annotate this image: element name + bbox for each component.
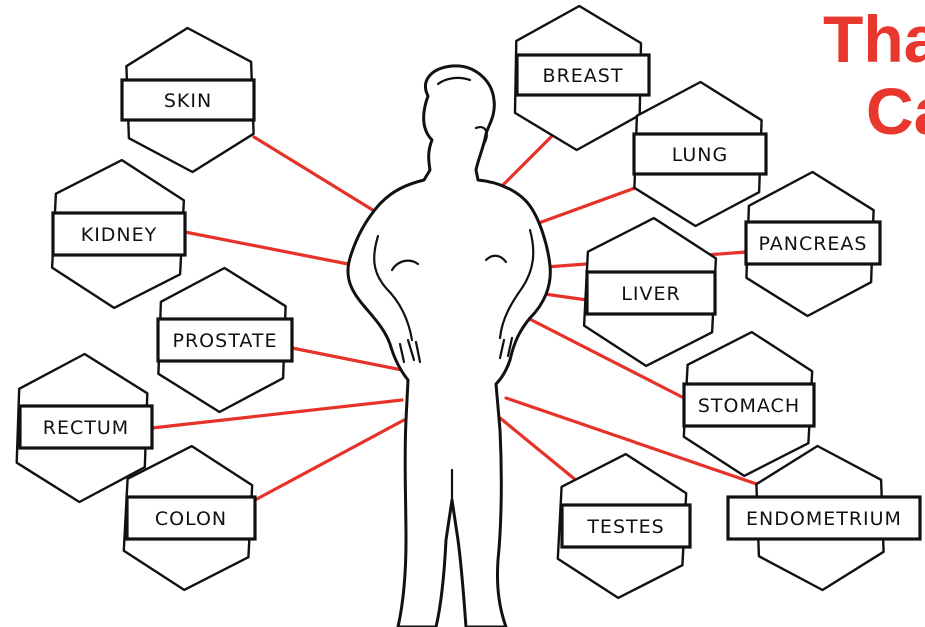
connector-breast <box>500 130 558 188</box>
organ-label-liver: LIVER <box>621 283 680 305</box>
title: Tha Ca <box>823 2 925 148</box>
organ-label-colon: COLON <box>155 508 227 530</box>
organ-badge-stomach: STOMACH <box>684 332 814 476</box>
connector-kidney <box>185 232 348 264</box>
human-figure <box>348 66 550 627</box>
organ-badge-pancreas: PANCREAS <box>746 172 880 316</box>
connector-lung <box>536 184 646 224</box>
organ-badge-breast: BREAST <box>515 6 649 150</box>
organ-label-testes: TESTES <box>586 516 664 538</box>
organ-label-kidney: KIDNEY <box>81 224 158 246</box>
connector-prostate <box>292 348 402 370</box>
organ-badge-lung: LUNG <box>634 82 766 226</box>
connector-rectum <box>152 400 402 428</box>
organ-label-endometrium: ENDOMETRIUM <box>746 508 902 530</box>
organ-label-skin: SKIN <box>164 90 212 112</box>
connector-skin <box>254 137 376 212</box>
organ-label-lung: LUNG <box>672 144 728 166</box>
organ-label-prostate: PROSTATE <box>173 330 278 352</box>
organ-badge-skin: SKIN <box>122 28 254 172</box>
organ-label-pancreas: PANCREAS <box>759 233 868 255</box>
organ-label-stomach: STOMACH <box>698 395 800 417</box>
title-line-1: Tha <box>823 2 925 76</box>
organ-label-breast: BREAST <box>543 65 624 87</box>
title-line-2: Ca <box>866 74 925 148</box>
organ-badge-testes: TESTES <box>558 454 690 598</box>
connector-colon <box>255 420 404 500</box>
organ-label-rectum: RECTUM <box>43 417 129 439</box>
organ-badge-prostate: PROSTATE <box>158 268 292 412</box>
organ-badge-liver: LIVER <box>584 218 716 366</box>
organ-badge-kidney: KIDNEY <box>52 160 185 308</box>
